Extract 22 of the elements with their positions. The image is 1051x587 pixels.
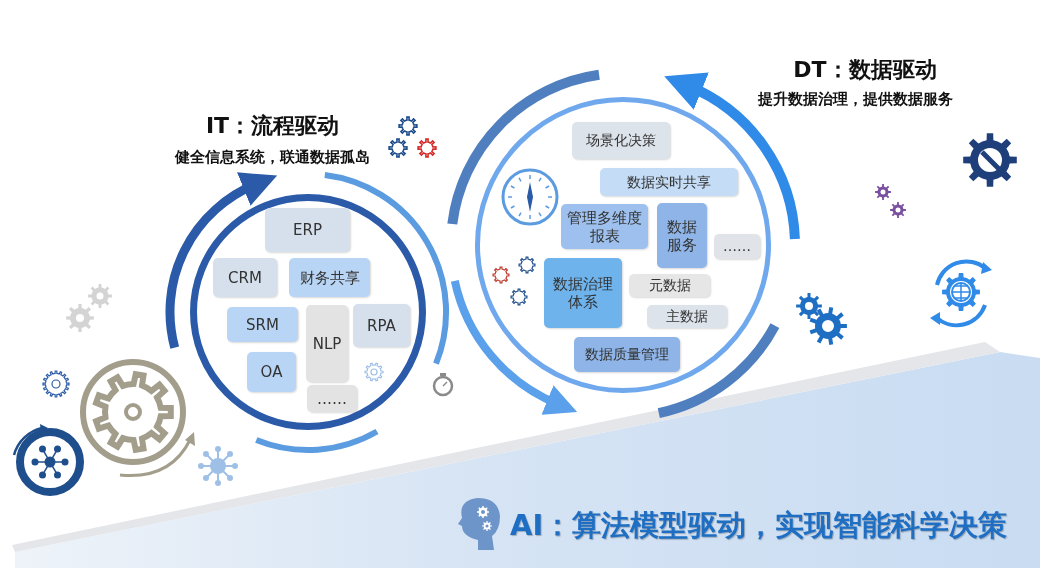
text-box: …… <box>714 234 760 259</box>
text-box: 元数据 <box>629 274 710 297</box>
text-box: 数据治理体系 <box>544 258 622 328</box>
text-box: 管理多维度报表 <box>561 204 648 249</box>
subheading: 健全信息系统，联通数据孤岛 <box>173 148 371 167</box>
text-box: 场景化决策 <box>572 122 670 159</box>
text-box: 数据质量管理 <box>574 337 680 372</box>
text-box: ERP <box>265 208 350 252</box>
text-box: …… <box>307 385 357 412</box>
text-box: 数据实时共享 <box>600 168 738 196</box>
text-box: OA <box>247 352 296 392</box>
heading: DT：数据驱动 <box>792 56 938 84</box>
heading: IT：流程驱动 <box>204 112 341 140</box>
text-box: 数据服务 <box>657 203 707 268</box>
subheading: 提升数据治理，提供数据服务 <box>756 90 954 109</box>
banner-text: AI：算法模型驱动，实现智能科学决策 <box>510 507 1008 544</box>
text-box: 财务共享 <box>289 258 370 297</box>
text-box: RPA <box>353 304 410 347</box>
text-box: SRM <box>227 307 298 342</box>
text-box: NLP <box>306 305 348 382</box>
text-box: CRM <box>213 258 277 297</box>
text-box: 主数据 <box>647 305 727 328</box>
